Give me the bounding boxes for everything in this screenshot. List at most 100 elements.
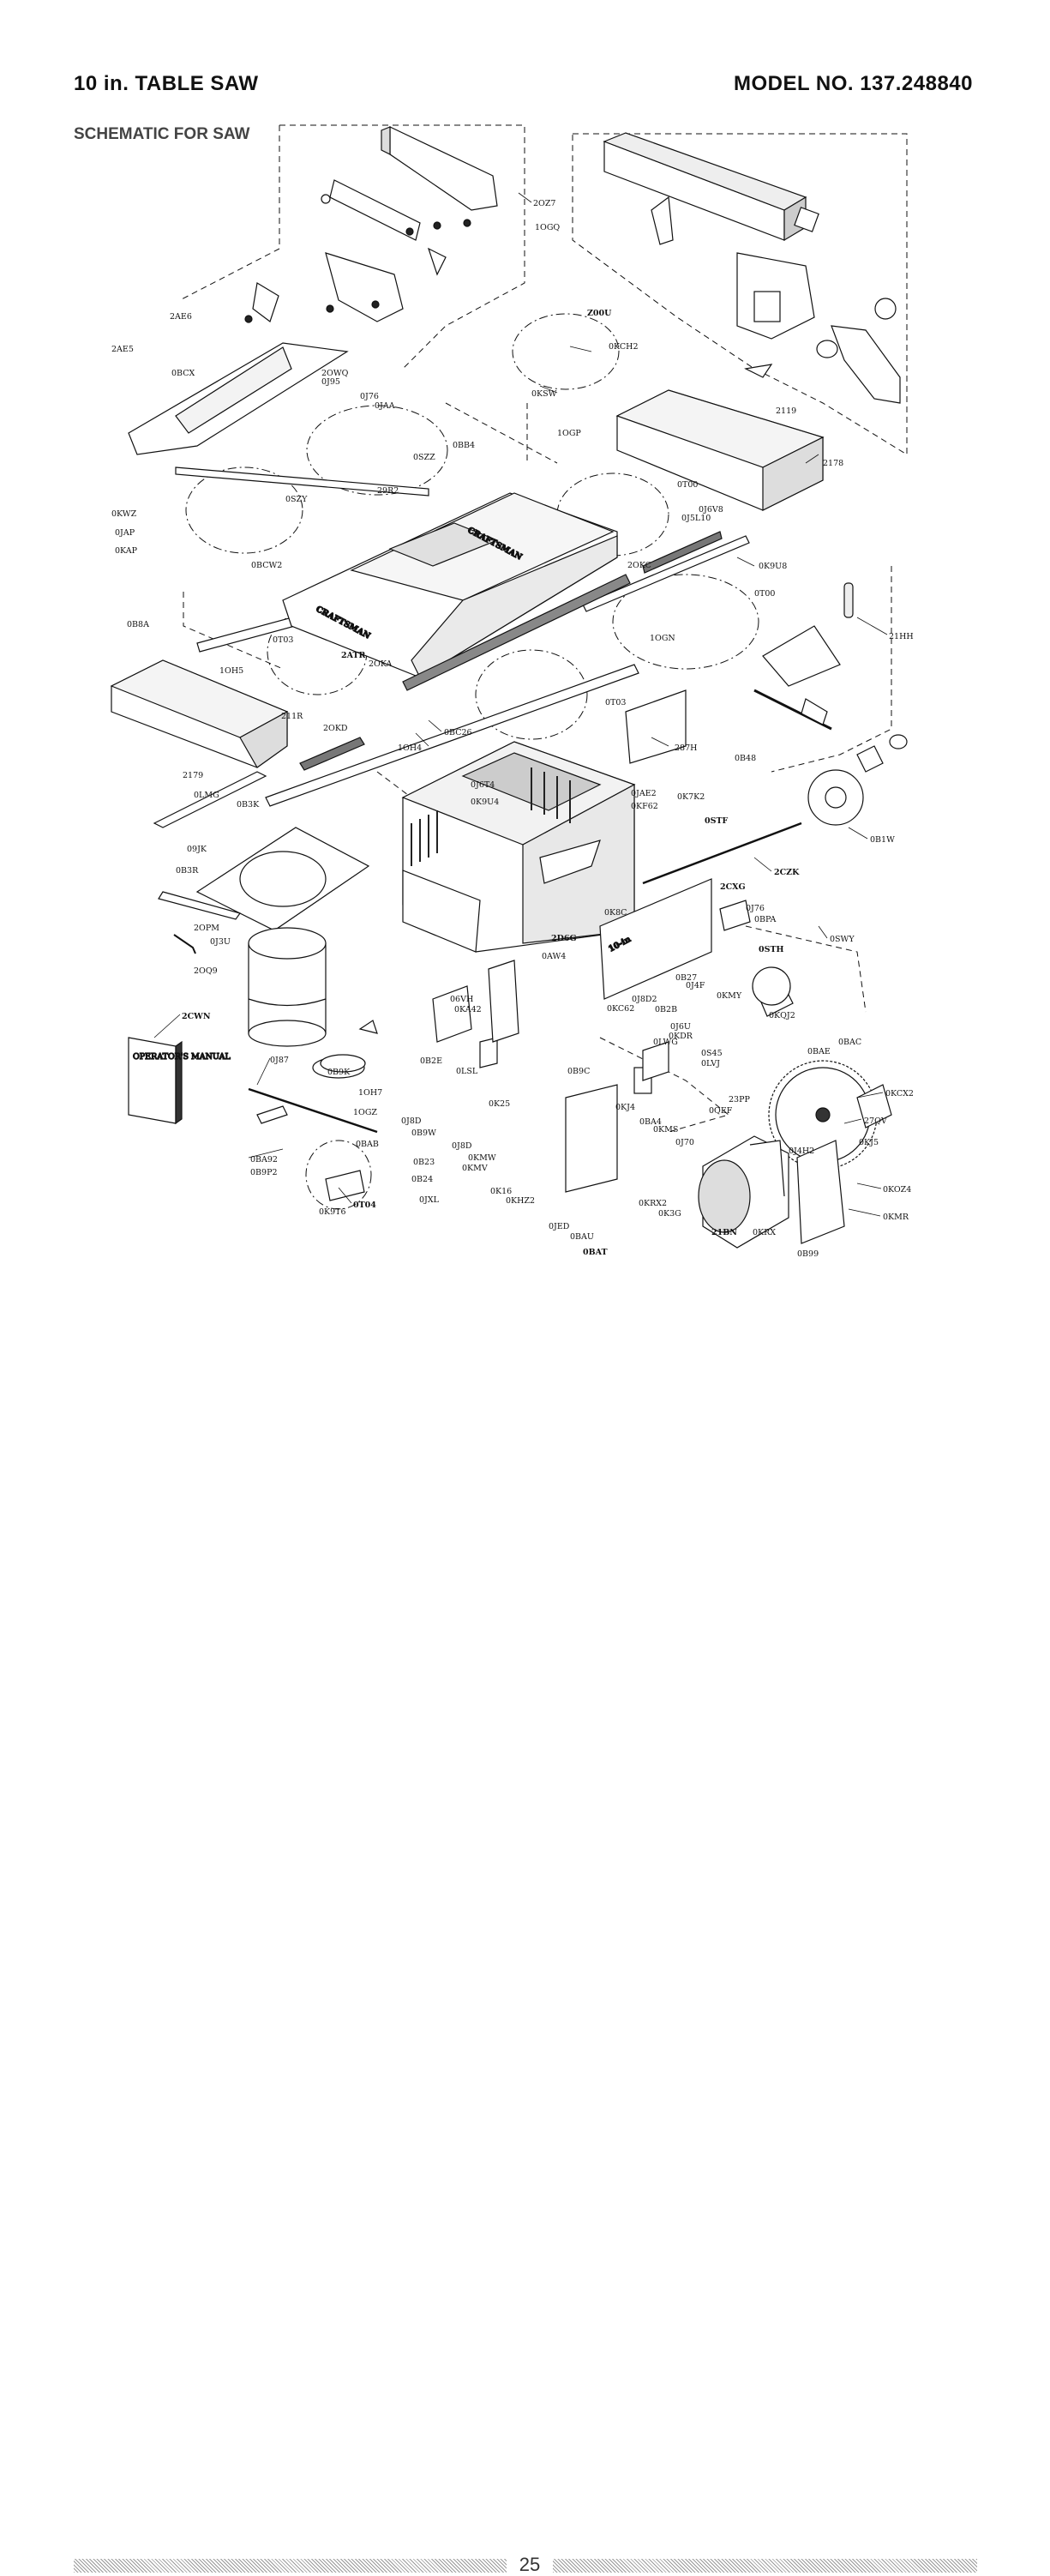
part-label: 0JXL (419, 1195, 440, 1205)
part-label: 0K25 (489, 1099, 510, 1109)
part-label: 0T03 (273, 635, 293, 645)
elevation-shaft-assembly (642, 734, 908, 931)
leader-line (856, 617, 888, 635)
part-label: 0J95 (321, 377, 340, 387)
part-label: 1OH4 (398, 743, 422, 753)
part-label: 2178 (823, 459, 843, 468)
part-label: 27QV (864, 1116, 887, 1126)
part-label: 2AE6 (170, 312, 192, 322)
base-plate-and-dust-bag (153, 771, 370, 1047)
part-label: 2OZ7 (533, 199, 555, 208)
part-label: 1OGQ (535, 223, 560, 232)
rip-fence-assembly (244, 126, 498, 323)
part-label: 0LVJ (701, 1059, 720, 1068)
part-label: 0T04 (353, 1201, 376, 1210)
part-label: 0B24 (411, 1175, 433, 1184)
part-label: 0KOZ4 (883, 1185, 911, 1195)
left-extension-wing (110, 659, 289, 768)
part-label: 0J6U (670, 1022, 691, 1032)
part-label: 0SZY (285, 495, 308, 504)
part-label: 0J8D2 (632, 995, 657, 1004)
page-number: 25 (519, 2554, 541, 2575)
part-label: 0KMR (883, 1213, 909, 1222)
part-label: 0KMS (653, 1125, 678, 1135)
part-label: 0KC62 (607, 1004, 634, 1014)
part-label: 0LSL (456, 1067, 478, 1076)
right-extension-wing (615, 389, 825, 511)
part-label: 0K16 (490, 1187, 512, 1196)
part-label: 2ATR (341, 651, 366, 660)
part-label: 0BAC (838, 1038, 861, 1047)
part-label: 0KA42 (454, 1005, 482, 1014)
part-label: 0AW4 (542, 952, 566, 961)
part-label: 2OPM (194, 924, 219, 933)
motor-and-blade-assembly (565, 966, 892, 1249)
part-label: 2OKA (369, 659, 393, 669)
part-label: 2OQ9 (194, 966, 218, 976)
leader-line (843, 1118, 862, 1124)
part-label: 0B99 (797, 1249, 819, 1259)
part-label: 0KQJ2 (769, 1011, 795, 1020)
part-label: 2CXG (720, 882, 746, 892)
exploded-parts-diagram: CRAFTSMAN CRAFTSMAN (110, 124, 914, 1259)
leader-line (248, 1148, 284, 1159)
part-label: 0B9K (327, 1068, 351, 1077)
part-label: 1OGP (557, 429, 581, 438)
part-label: 0JED (549, 1222, 570, 1231)
part-label: 1OH7 (358, 1088, 382, 1098)
leader-line (569, 346, 592, 352)
rear-rail-guard-assembly (603, 132, 901, 404)
part-label: 0LMG (194, 791, 219, 800)
part-label: 0KJ5 (859, 1138, 879, 1147)
part-label: 0KMW (468, 1153, 496, 1163)
leader-line (736, 557, 755, 567)
leader-line (753, 857, 772, 872)
part-label: 0BAE (807, 1047, 831, 1056)
footer-hatch-right (553, 2559, 977, 2573)
part-label: 0BA4 (639, 1117, 662, 1127)
part-label: 0J8D (401, 1116, 422, 1126)
part-label: 0BA92 (250, 1155, 278, 1165)
schematic-subtitle: SCHEMATIC FOR SAW (74, 125, 250, 143)
leader-line (518, 192, 532, 203)
part-label: 0KCH2 (609, 342, 638, 352)
part-label: 0KRX (753, 1228, 776, 1237)
model-number: MODEL NO. 137.248840 (733, 72, 973, 95)
part-label: 0K9U4 (471, 797, 499, 807)
part-label: 0B23 (413, 1158, 435, 1167)
part-label: 0B2B (655, 1005, 677, 1014)
leader-line (856, 1183, 882, 1189)
part-label: 29R2 (377, 486, 399, 496)
leader-line (805, 454, 819, 464)
part-label: 2OWQ (321, 369, 349, 378)
part-label: 2179 (183, 771, 203, 780)
bevel-lock-shaft (248, 1087, 378, 1201)
part-label: 2CZK (774, 868, 800, 877)
part-label: 0S45 (701, 1049, 723, 1058)
part-label: 0B2E (420, 1056, 442, 1066)
front-panel-and-switch: 10-in (599, 689, 712, 1094)
part-label: 0KF62 (631, 802, 658, 811)
part-label: 0K9U8 (759, 562, 787, 571)
part-label: 0B9C (567, 1067, 590, 1076)
part-label: 2D6G (551, 934, 577, 943)
part-label: 0J4F (686, 981, 705, 990)
part-label: 0J6V8 (699, 505, 723, 515)
part-label: 0KCX2 (885, 1089, 914, 1098)
main-table-top: CRAFTSMAN CRAFTSMAN (282, 492, 631, 691)
leader-line (848, 827, 868, 840)
saw-base-cabinet (401, 741, 636, 953)
operators-manual: OPERATOR'S MANUAL (128, 1037, 231, 1125)
part-label: 0STH (759, 945, 784, 954)
part-label: 0BB4 (453, 441, 475, 450)
part-label: 0B27 (675, 973, 697, 983)
part-label: 0B3K (237, 800, 260, 810)
part-label: 0JAP (115, 528, 135, 538)
leader-line (256, 1057, 271, 1086)
part-label: 0J4H2 (789, 1147, 814, 1156)
part-label: 0KMV (462, 1164, 488, 1173)
part-label: 0B1W (870, 835, 895, 845)
part-label: 2OKD (323, 724, 348, 733)
leader-lines (153, 192, 888, 1217)
